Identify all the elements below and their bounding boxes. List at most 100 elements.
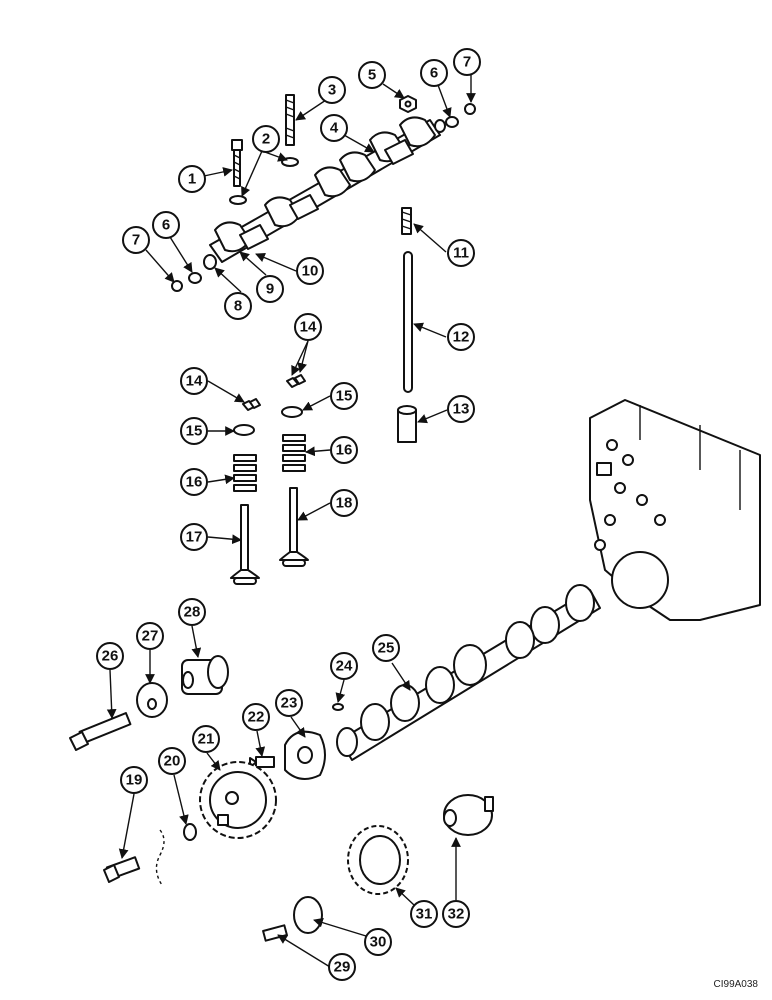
callout-14-right: 14 — [294, 313, 322, 341]
svg-text:27: 27 — [142, 628, 159, 645]
bolt-29 — [262, 924, 288, 942]
callout-14-left: 14 — [180, 367, 208, 395]
callout-26: 26 — [96, 642, 124, 670]
svg-text:19: 19 — [126, 772, 143, 789]
valve-spring-16 — [233, 434, 306, 492]
svg-text:17: 17 — [186, 529, 203, 546]
clip-6-right — [445, 103, 476, 128]
svg-text:11: 11 — [453, 245, 469, 262]
svg-text:14: 14 — [186, 373, 203, 390]
svg-text:12: 12 — [453, 329, 470, 346]
callout-25: 25 — [372, 634, 400, 662]
svg-text:4: 4 — [330, 120, 339, 137]
spring-retainer-15 — [233, 406, 303, 436]
valve-keepers-14 — [242, 374, 306, 411]
hub-32 — [443, 794, 494, 836]
svg-text:10: 10 — [302, 263, 319, 280]
gear-31 — [347, 825, 409, 895]
callout-27: 27 — [136, 622, 164, 650]
svg-text:31: 31 — [416, 906, 433, 923]
svg-text:25: 25 — [378, 640, 395, 657]
callout-9: 9 — [256, 275, 284, 303]
callout-2: 2 — [252, 125, 280, 153]
callout-18: 18 — [330, 489, 358, 517]
svg-text:14: 14 — [300, 319, 317, 336]
svg-text:7: 7 — [132, 232, 140, 249]
svg-text:16: 16 — [186, 474, 203, 491]
callout-7-left: 7 — [122, 226, 150, 254]
svg-text:13: 13 — [453, 401, 470, 418]
callout-19: 19 — [120, 766, 148, 794]
valve-17 — [230, 504, 260, 585]
callout-6-left: 6 — [152, 211, 180, 239]
svg-text:5: 5 — [368, 67, 376, 84]
callout-12: 12 — [447, 323, 475, 351]
adjusting-screw-11 — [401, 207, 412, 235]
callout-3: 3 — [318, 76, 346, 104]
svg-text:30: 30 — [370, 934, 387, 951]
camshaft-25 — [336, 584, 601, 761]
thrust-washer-27 — [136, 682, 168, 718]
callout-31: 31 — [410, 900, 438, 928]
thrust-plate-23 — [284, 730, 326, 780]
callout-24: 24 — [330, 652, 358, 680]
callout-21: 21 — [192, 725, 220, 753]
plate-30 — [293, 896, 323, 934]
leader-lines — [106, 74, 476, 968]
callout-6-right: 6 — [420, 59, 448, 87]
svg-text:29: 29 — [334, 959, 351, 976]
gear-21 — [199, 761, 277, 839]
svg-text:23: 23 — [281, 695, 298, 712]
callout-17: 17 — [180, 523, 208, 551]
callout-11: 11 — [447, 239, 475, 267]
callout-28: 28 — [178, 598, 206, 626]
svg-text:26: 26 — [102, 648, 119, 665]
callout-23: 23 — [275, 689, 303, 717]
svg-text:15: 15 — [186, 423, 203, 440]
callout-15-left: 15 — [180, 417, 208, 445]
callout-29: 29 — [328, 953, 356, 981]
callout-16-left: 16 — [180, 468, 208, 496]
stud-3 — [285, 94, 295, 146]
engine-block — [589, 399, 761, 621]
callout-30: 30 — [364, 928, 392, 956]
callout-32: 32 — [442, 900, 470, 928]
svg-text:3: 3 — [328, 82, 336, 99]
valve-18 — [279, 487, 309, 567]
clip-6-left — [171, 272, 202, 292]
callout-13: 13 — [447, 395, 475, 423]
svg-text:1: 1 — [188, 171, 196, 188]
svg-text:8: 8 — [234, 298, 242, 315]
svg-text:7: 7 — [463, 54, 471, 71]
washer-20 — [183, 823, 197, 841]
svg-text:16: 16 — [336, 442, 353, 459]
callout-7-right: 7 — [453, 48, 481, 76]
rocker-shaft-assembly — [203, 116, 446, 270]
callout-1: 1 — [178, 165, 206, 193]
svg-text:15: 15 — [336, 388, 353, 405]
callout-4: 4 — [320, 114, 348, 142]
bolt-1 — [231, 139, 243, 187]
washer-2 — [229, 157, 299, 205]
svg-text:24: 24 — [336, 658, 353, 675]
reference-code: CI99A038 — [713, 979, 758, 990]
bolt-19 — [103, 829, 165, 886]
callout-20: 20 — [158, 747, 186, 775]
callout-22: 22 — [242, 703, 270, 731]
callout-16-right: 16 — [330, 436, 358, 464]
svg-text:6: 6 — [162, 217, 170, 234]
svg-text:18: 18 — [336, 495, 353, 512]
callout-10: 10 — [296, 257, 324, 285]
svg-text:2: 2 — [262, 131, 270, 148]
svg-text:22: 22 — [248, 709, 265, 726]
tappet-13 — [397, 405, 417, 443]
svg-text:6: 6 — [430, 65, 438, 82]
push-rod-12 — [403, 251, 413, 393]
bolt-26 — [69, 712, 132, 751]
callout-5: 5 — [358, 61, 386, 89]
nut-5 — [399, 95, 417, 113]
callout-8: 8 — [224, 292, 252, 320]
svg-text:32: 32 — [448, 906, 465, 923]
svg-text:9: 9 — [266, 281, 274, 298]
